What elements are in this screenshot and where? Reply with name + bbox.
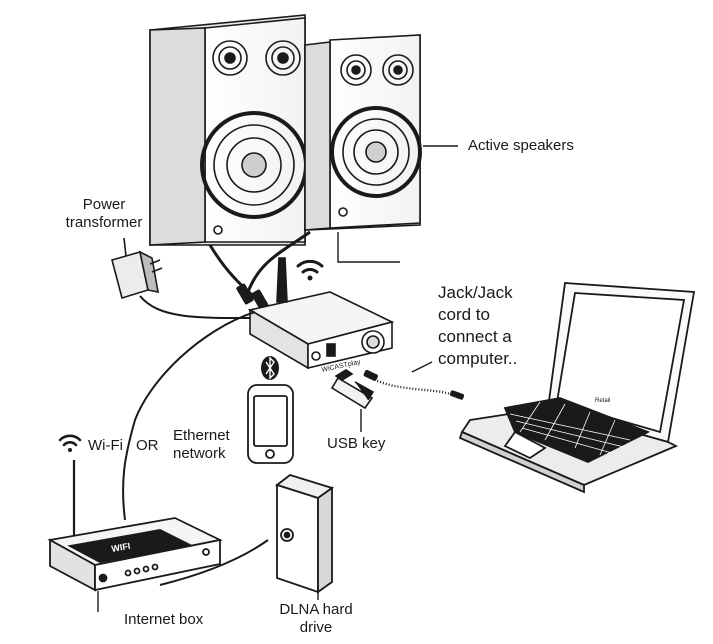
label-usb-key: USB key (327, 435, 386, 452)
label-ethernet-network: Ethernet network (173, 427, 230, 462)
label-jack-cord: Jack/Jack cord to connect a computer.. (438, 283, 518, 368)
dlna-hard-drive (275, 474, 335, 594)
laptop (458, 282, 696, 494)
laptop-brand: Retail (595, 398, 610, 404)
label-active-speakers: Active speakers (468, 137, 574, 154)
label-wifi: Wi-Fi (88, 437, 123, 454)
laptop-keys (509, 401, 631, 456)
rca-plugs (236, 283, 269, 311)
label-power-transformer: Power transformer (65, 196, 143, 231)
bluetooth-icon (261, 356, 279, 380)
smartphone (247, 384, 294, 464)
left-tweeter-1 (212, 40, 248, 76)
router-brand: WIFI (111, 541, 131, 554)
wicastplay-amplifier (247, 257, 395, 370)
power-transformer (111, 237, 163, 300)
label-internet-box: Internet box (124, 611, 204, 628)
wifi-icon-amplifier (296, 259, 324, 281)
label-or: OR (136, 437, 159, 454)
usb-key (330, 369, 375, 410)
wifi-icon-router (58, 434, 82, 452)
left-speaker (149, 14, 308, 246)
left-tweeter-2 (265, 40, 301, 76)
label-dlna-hard-drive: DLNA hard drive (279, 601, 353, 636)
right-speaker (304, 34, 422, 231)
internet-box (47, 460, 223, 592)
